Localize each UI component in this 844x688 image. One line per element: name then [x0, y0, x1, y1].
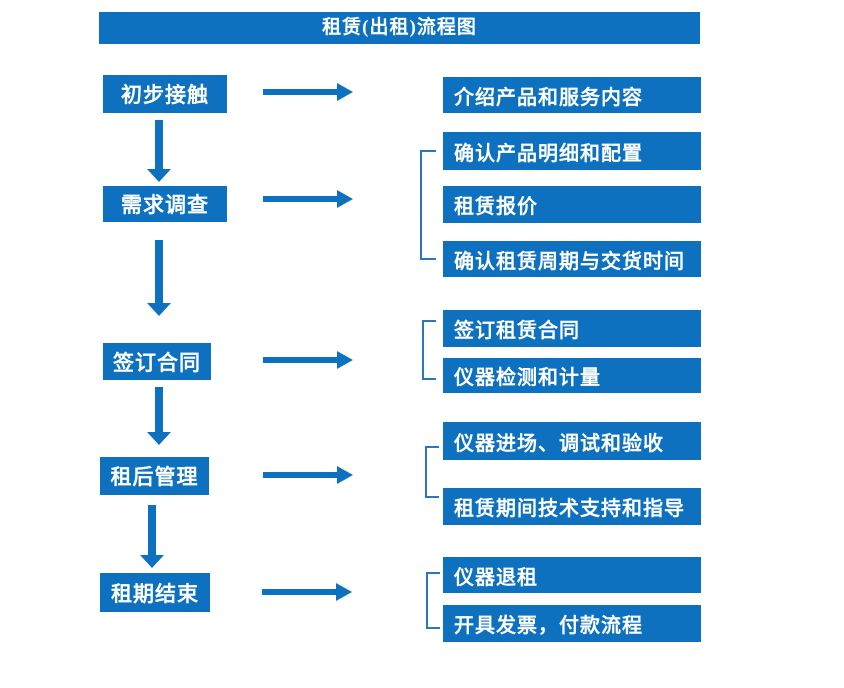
detail-box-1-1: 介绍产品和服务内容	[443, 77, 701, 113]
detail-box-5-1: 仪器退租	[443, 557, 701, 593]
step-box-3: 签订合同	[103, 343, 211, 380]
down-arrow-icon-2	[147, 240, 171, 316]
right-arrow-icon-1	[263, 83, 353, 101]
right-arrow-icon-2	[263, 190, 353, 208]
detail-box-4-1: 仪器进场、调试和验收	[443, 422, 701, 460]
flowchart-title: 租赁(出租)流程图	[99, 12, 700, 44]
step-box-1: 初步接触	[103, 75, 227, 113]
right-arrow-icon-5	[262, 583, 352, 601]
detail-box-3-2: 仪器检测和计量	[443, 358, 701, 393]
detail-box-2-1: 确认产品明细和配置	[443, 132, 701, 170]
group-bracket-step-5	[426, 572, 440, 629]
step-box-4: 租后管理	[100, 457, 209, 495]
right-arrow-icon-4	[263, 466, 353, 484]
group-bracket-step-2	[420, 150, 436, 260]
down-arrow-icon-1	[147, 120, 171, 182]
detail-box-3-1: 签订租赁合同	[443, 310, 701, 347]
group-bracket-step-3	[422, 320, 436, 380]
detail-box-2-2: 租赁报价	[443, 186, 701, 223]
step-box-5: 租期结束	[100, 573, 210, 612]
down-arrow-icon-4	[140, 505, 164, 568]
detail-box-5-2: 开具发票，付款流程	[443, 605, 701, 642]
right-arrow-icon-3	[263, 351, 353, 369]
down-arrow-icon-3	[147, 387, 171, 445]
detail-box-4-2: 租赁期间技术支持和指导	[443, 488, 701, 525]
step-box-2: 需求调查	[103, 186, 227, 222]
group-bracket-step-4	[425, 446, 439, 498]
detail-box-2-3: 确认租赁周期与交货时间	[443, 241, 701, 277]
